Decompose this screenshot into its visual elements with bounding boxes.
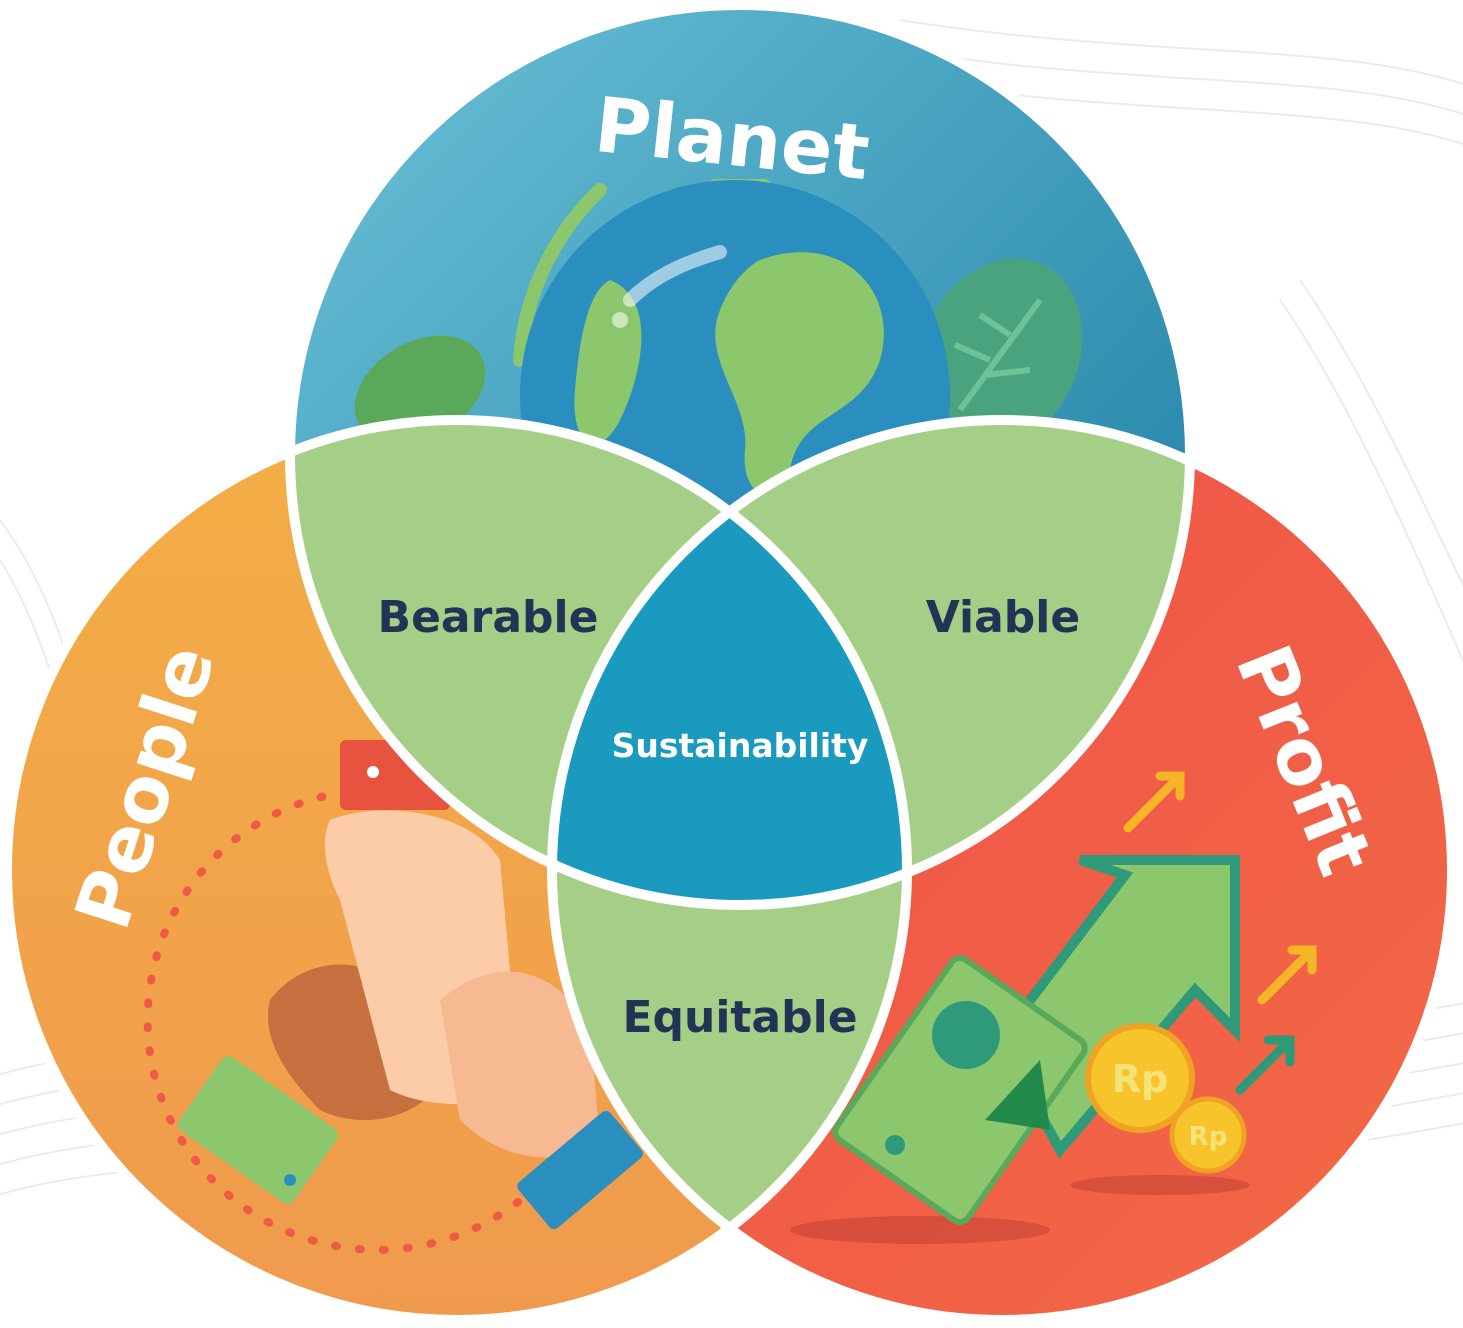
equitable-label: Equitable [622,992,857,1043]
joined-hands-icon [143,740,643,1254]
sustainability-label: Sustainability [612,726,869,765]
viable-label: Viable [926,592,1080,643]
coin-small [1169,1096,1247,1174]
money-growth-arrow-icon: Rp Rp [790,771,1317,1244]
coin-small-label: Rp [1189,1122,1228,1152]
coin-large [1085,1023,1195,1133]
coin-large-label: Rp [1112,1057,1168,1101]
sustainability-region [552,420,907,905]
bearable-label: Bearable [378,592,599,643]
